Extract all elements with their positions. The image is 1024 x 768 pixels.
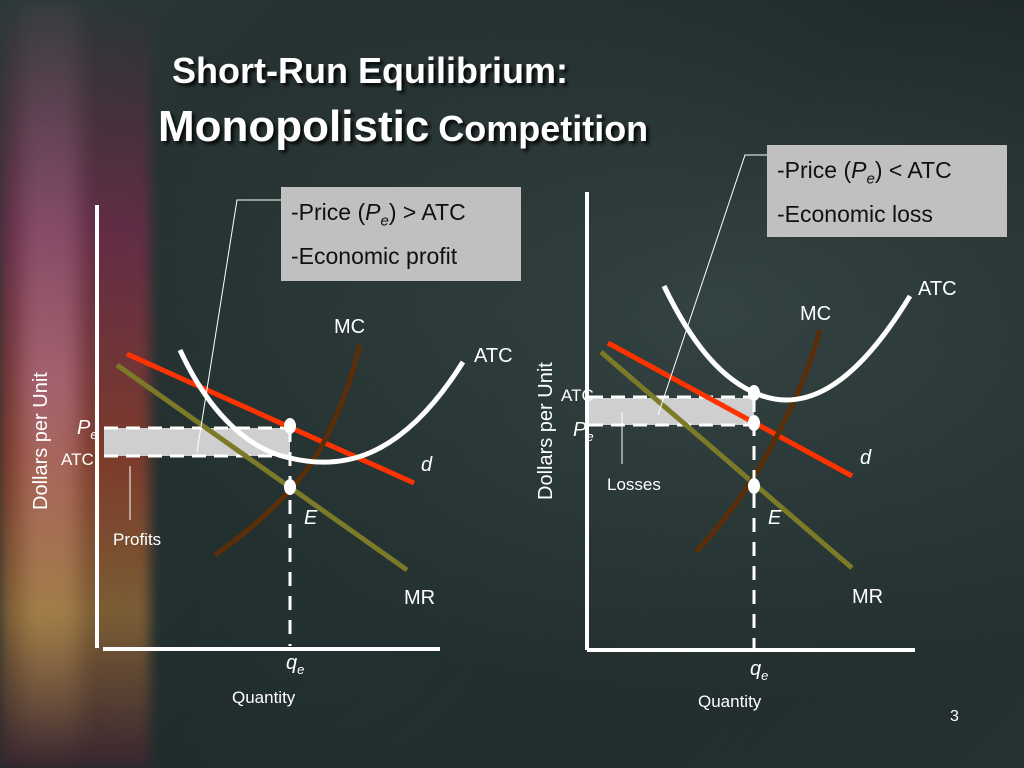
left-price-point [284,418,296,434]
background-light-streak-highlight [20,0,80,768]
right-d-label: d [860,447,872,469]
right-atc-curve [661,284,913,403]
left-atc-level-label: ATC [61,450,94,469]
right-qe-label: qe [750,658,768,683]
left-demand-curve [125,351,416,486]
right-mc-curve [694,329,823,554]
left-atc-label: ATC [474,345,513,367]
slide-title-line2: Monopolistic Competition [0,102,1024,152]
right-losses-label: Losses [607,475,661,494]
right-equilibrium-point [748,478,760,494]
left-callout-leader [196,199,281,453]
left-mr-label: MR [404,587,435,609]
right-atc-label: ATC [918,278,957,300]
right-mc-label: MC [800,303,831,325]
right-callout-box: -Price (Pe) < ATC -Economic loss [767,145,1007,237]
left-callout-line2: -Economic profit [291,242,458,269]
left-mc-label: MC [334,316,365,338]
left-panel: Dollars per Unit MC ATC d MR E Pe ATC Pr… [30,199,513,707]
left-qe-label: qe [286,652,304,677]
left-equilibrium-point [284,479,296,495]
right-atc-level-label: ATC [561,386,594,405]
right-mr-label: MR [852,586,883,608]
left-callout-box: -Price (Pe) > ATC -Economic profit [281,187,521,281]
right-pe-label: Pe [573,419,594,444]
right-y-axis-label: Dollars per Unit [535,362,557,500]
right-atc-point [748,385,760,401]
right-panel: Dollars per Unit MC ATC d MR E ATC Pe Lo… [535,154,957,711]
left-atc-curve [177,348,466,465]
slide-title-monopolistic: Monopolistic [158,102,430,151]
left-callout-line1: -Price (Pe) > ATC [291,199,466,230]
left-x-axis-label: Quantity [232,688,296,707]
right-callout-line2: -Economic loss [777,200,933,227]
right-e-label: E [768,507,782,529]
background-light-streak [0,0,150,768]
left-y-axis-label: Dollars per Unit [30,372,52,510]
left-profits-label: Profits [113,530,161,549]
left-mc-curve [213,344,363,558]
right-price-point [748,415,760,431]
right-demand-curve [606,340,854,479]
right-mr-curve [599,350,854,570]
left-e-label: E [304,507,318,529]
left-pe-label: Pe [77,417,98,442]
left-d-label: d [421,454,433,476]
slide-title-competition: Competition [438,108,649,149]
slide-title-line1: Short-Run Equilibrium: [172,50,568,91]
page-number: 3 [950,708,959,725]
left-mr-curve [115,362,409,573]
right-x-axis-label: Quantity [698,692,762,711]
right-callout-line1: -Price (Pe) < ATC [777,157,952,188]
right-callout-leader [657,154,767,416]
